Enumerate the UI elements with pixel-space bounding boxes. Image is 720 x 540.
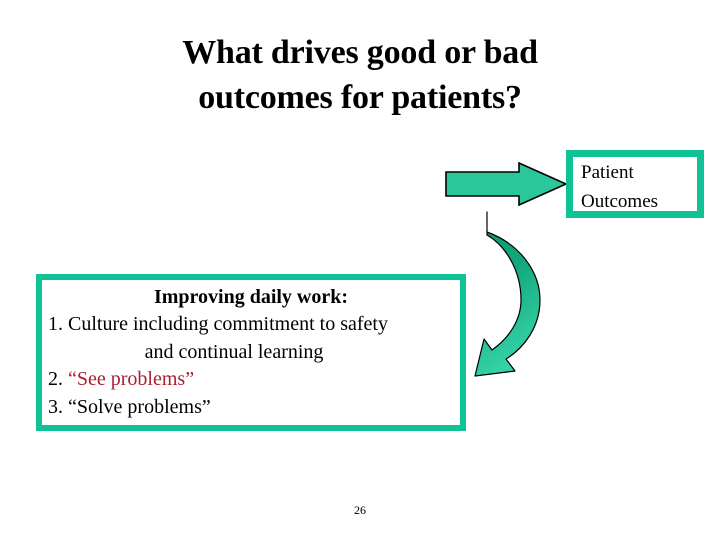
patient-outcomes-box: Patient Outcomes	[566, 150, 704, 218]
right-block-arrow	[445, 161, 568, 207]
curved-feedback-arrow	[474, 211, 541, 377]
work-box-item-1-number: 1.	[48, 313, 63, 335]
page-title: What drives good or bad outcomes for pat…	[60, 30, 660, 120]
page-number: 26	[354, 503, 366, 517]
patient-outcomes-line-2: Outcomes	[581, 190, 659, 212]
work-box-heading: Improving daily work:	[153, 286, 349, 308]
work-box-item-1-text: Culture including commitment to safety	[68, 313, 388, 335]
improving-daily-work-box: Improving daily work: 1. Culture includi…	[36, 274, 466, 431]
work-box-item-1-continuation: and continual learning	[144, 340, 324, 363]
work-box-item-1: 1. Culture including commitment to safet…	[48, 311, 454, 339]
work-box-item-3-text: “Solve problems”	[68, 395, 211, 418]
work-box-item-2: 2. “See problems”	[48, 366, 454, 394]
work-box-item-3-number: 3.	[48, 395, 63, 418]
title-line-2: outcomes for patients?	[198, 79, 522, 117]
patient-outcomes-line-1: Patient	[581, 162, 634, 183]
title-line-1: What drives good or bad	[182, 34, 538, 71]
work-box-item-2-number: 2.	[48, 368, 63, 391]
work-box-item-3: 3. “Solve problems”	[48, 394, 454, 422]
patient-outcomes-text: Patient Outcomes	[581, 159, 658, 217]
work-box-item-2-text: “See problems”	[68, 368, 195, 391]
